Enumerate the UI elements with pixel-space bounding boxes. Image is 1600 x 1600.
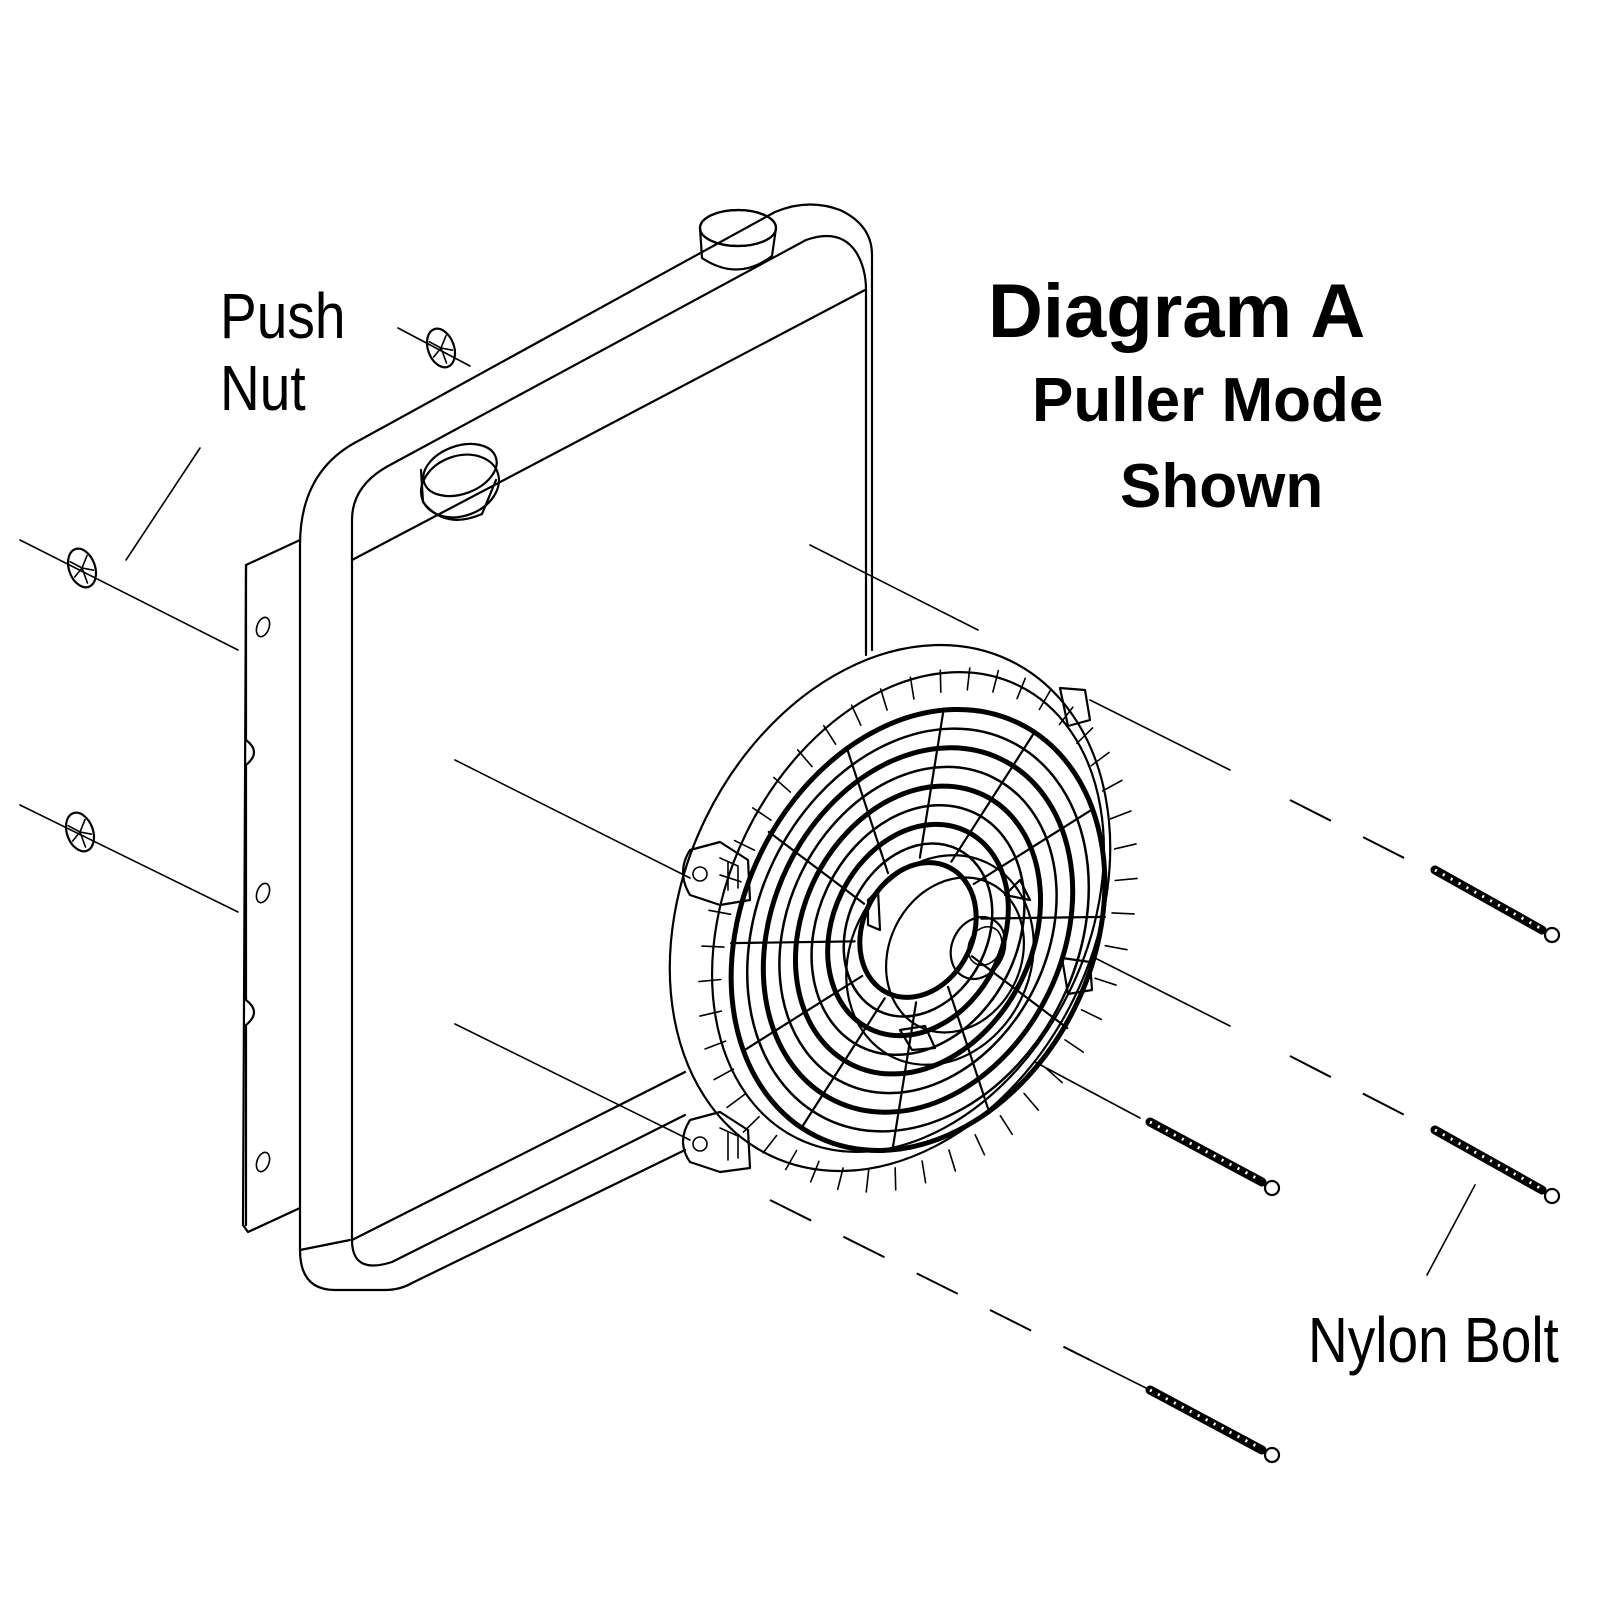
shroud-rib [999,1115,1014,1136]
shroud-rib [699,1010,723,1017]
guard-ring [842,842,994,1018]
shroud-rib [909,676,915,700]
shroud-rib [1094,977,1117,986]
nylon-bolt [1145,1117,1281,1197]
shroud-rib [1038,689,1052,711]
guard-spoke [729,940,856,945]
shroud-rib [1111,912,1135,915]
shroud-rib [1104,944,1128,951]
fan-shroud [668,643,1138,1193]
shroud-rib [1114,877,1138,882]
shroud-rib [865,1169,870,1193]
push-nut [66,547,98,589]
guard-spoke [918,710,945,859]
shroud-rib [1076,727,1094,745]
fan-blades [729,710,1107,1150]
guard-ring [810,803,1026,1057]
fan-motor [845,854,1035,1066]
shroud-rib [713,1068,735,1081]
nylon-bolt-label: Nylon Bolt [1308,1304,1559,1376]
diagram-subtitle-line2: Shown [1120,452,1324,521]
shroud-rib [1016,677,1027,700]
shroud-rib [850,704,862,726]
guard-spoke [891,1001,918,1150]
shroud-rib [1064,1039,1085,1053]
nylon-bolt [1430,1125,1561,1205]
guard-ring [825,821,1011,1039]
shroud-rib [773,776,792,793]
shroud-rib [966,667,971,691]
shroud-rib [1109,810,1132,820]
shroud-rib [879,688,888,711]
shroud-rib [1101,779,1123,792]
nylon-bolt [1145,1385,1281,1464]
guard-spoke [972,808,1094,886]
guard-ring [728,707,1108,1153]
shroud-rib [992,669,1000,693]
guard-spoke [801,997,886,1128]
mounting-bracket [241,538,302,1234]
diagram-title: Diagram A [988,269,1366,354]
shroud-rib [1023,1092,1040,1111]
guard-spoke [980,915,1107,920]
push-nut [64,811,96,853]
shroud-rib [751,807,772,821]
shroud-rib [704,1040,727,1050]
guard-spoke [845,745,890,875]
shroud-rib [698,978,722,983]
shroud-rib [822,724,837,745]
push-nut-label-line2: Nut [220,352,306,424]
shroud-rib [726,1093,746,1109]
push-nut [425,327,457,369]
guard-ring [857,860,979,1000]
shroud-rib [762,1134,778,1154]
shroud-rib [701,945,725,948]
shroud-rib [796,749,813,768]
diagram-subtitle-line1: Puller Mode [1032,366,1384,435]
shroud-rib [733,839,756,852]
guard-spoke [950,732,1035,863]
shroud-rib [1090,751,1110,767]
shroud-rib [974,1134,986,1156]
shroud-rib [948,1149,957,1172]
guard-ring [746,727,1090,1133]
radiator-cap [698,208,778,271]
shroud-rib [809,1160,820,1183]
push-nut-label-line1: Push [220,280,346,352]
guard-ring [792,783,1044,1077]
guard-spoke [767,830,866,905]
assembly-lines [19,327,1476,1391]
guard-spoke [946,985,991,1115]
guard-spoke [970,955,1069,1030]
shroud-rib [1113,843,1137,850]
shroud-rib [708,909,732,916]
shroud-rib [921,1160,927,1184]
shroud-rib [939,669,942,693]
shroud-rib [1044,1067,1063,1084]
shroud-rib [836,1167,844,1191]
guard-ring [778,765,1058,1095]
guard-ring [760,745,1076,1115]
nylon-bolt [1430,865,1561,944]
guard-spoke [742,974,864,1052]
shroud-rib [1080,1008,1103,1021]
electric-fan [668,643,1138,1193]
radiator [241,203,874,1292]
filler-neck [419,442,501,521]
shroud-rib [894,1167,897,1191]
fan-guard [728,707,1108,1153]
shroud-rib [784,1149,798,1171]
